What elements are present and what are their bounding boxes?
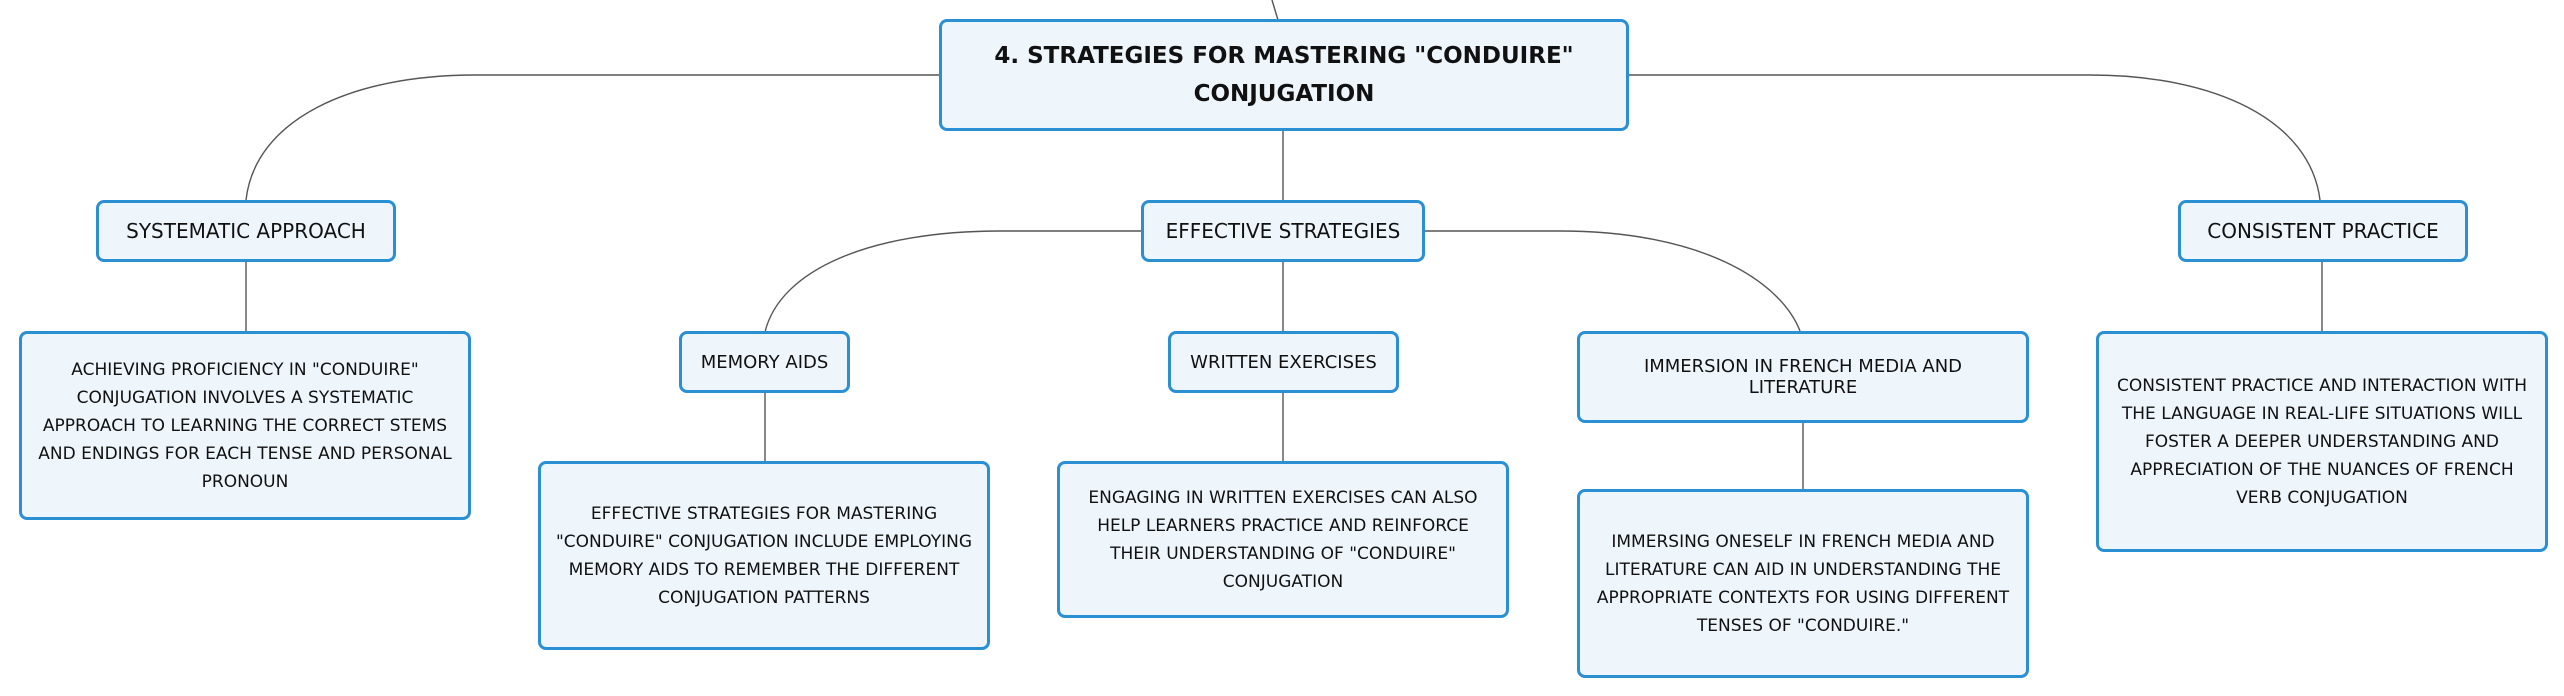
topic-immersion-french-media-label: IMMERSION IN FRENCH MEDIA AND LITERATURE — [1643, 356, 1963, 398]
connector-effective-immersion — [1423, 230, 1801, 332]
systematic-approach-description-text: ACHIEVING PROFICIENCY IN "CONDUIRE" CONJ… — [38, 359, 452, 492]
topic-consistent-practice-description[interactable]: CONSISTENT PRACTICE AND INTERACTION WITH… — [2096, 331, 2548, 552]
topic-consistent-practice-label: CONSISTENT PRACTICE — [2207, 219, 2439, 243]
connector-root-systematic — [245, 74, 943, 201]
topic-memory-aids[interactable]: MEMORY AIDS — [679, 331, 850, 393]
topic-written-exercises-description[interactable]: ENGAGING IN WRITTEN EXERCISES CAN ALSO H… — [1057, 461, 1509, 618]
connector-parent-stub — [1271, 0, 1279, 21]
memory-aids-description-text: EFFECTIVE STRATEGIES FOR MASTERING "COND… — [555, 503, 973, 608]
topic-memory-aids-description[interactable]: EFFECTIVE STRATEGIES FOR MASTERING "COND… — [538, 461, 990, 650]
topic-systematic-approach[interactable]: SYSTEMATIC APPROACH — [96, 200, 396, 262]
topic-systematic-approach-description[interactable]: ACHIEVING PROFICIENCY IN "CONDUIRE" CONJ… — [19, 331, 471, 520]
topic-immersion-french-media[interactable]: IMMERSION IN FRENCH MEDIA AND LITERATURE — [1577, 331, 2029, 423]
written-exercises-description-text: ENGAGING IN WRITTEN EXERCISES CAN ALSO H… — [1088, 487, 1478, 592]
topic-written-exercises-label: WRITTEN EXERCISES — [1190, 351, 1377, 373]
connector-effective-memory — [764, 230, 1143, 333]
topic-written-exercises[interactable]: WRITTEN EXERCISES — [1168, 331, 1399, 393]
topic-systematic-approach-label: SYSTEMATIC APPROACH — [126, 219, 366, 243]
topic-consistent-practice[interactable]: CONSISTENT PRACTICE — [2178, 200, 2468, 262]
topic-memory-aids-label: MEMORY AIDS — [700, 351, 829, 373]
immersion-french-media-description-text: IMMERSING ONESELF IN FRENCH MEDIA AND LI… — [1596, 531, 2010, 636]
topic-effective-strategies-label: EFFECTIVE STRATEGIES — [1165, 219, 1401, 243]
consistent-practice-description-text: CONSISTENT PRACTICE AND INTERACTION WITH… — [2116, 375, 2528, 508]
connector-root-consistent — [1625, 74, 2321, 201]
topic-effective-strategies[interactable]: EFFECTIVE STRATEGIES — [1141, 200, 1425, 262]
root-topic-label: 4. STRATEGIES FOR MASTERING "CONDUIRE" C… — [994, 43, 1574, 107]
topic-immersion-french-media-description[interactable]: IMMERSING ONESELF IN FRENCH MEDIA AND LI… — [1577, 489, 2029, 678]
root-topic[interactable]: 4. STRATEGIES FOR MASTERING "CONDUIRE" C… — [939, 19, 1629, 131]
